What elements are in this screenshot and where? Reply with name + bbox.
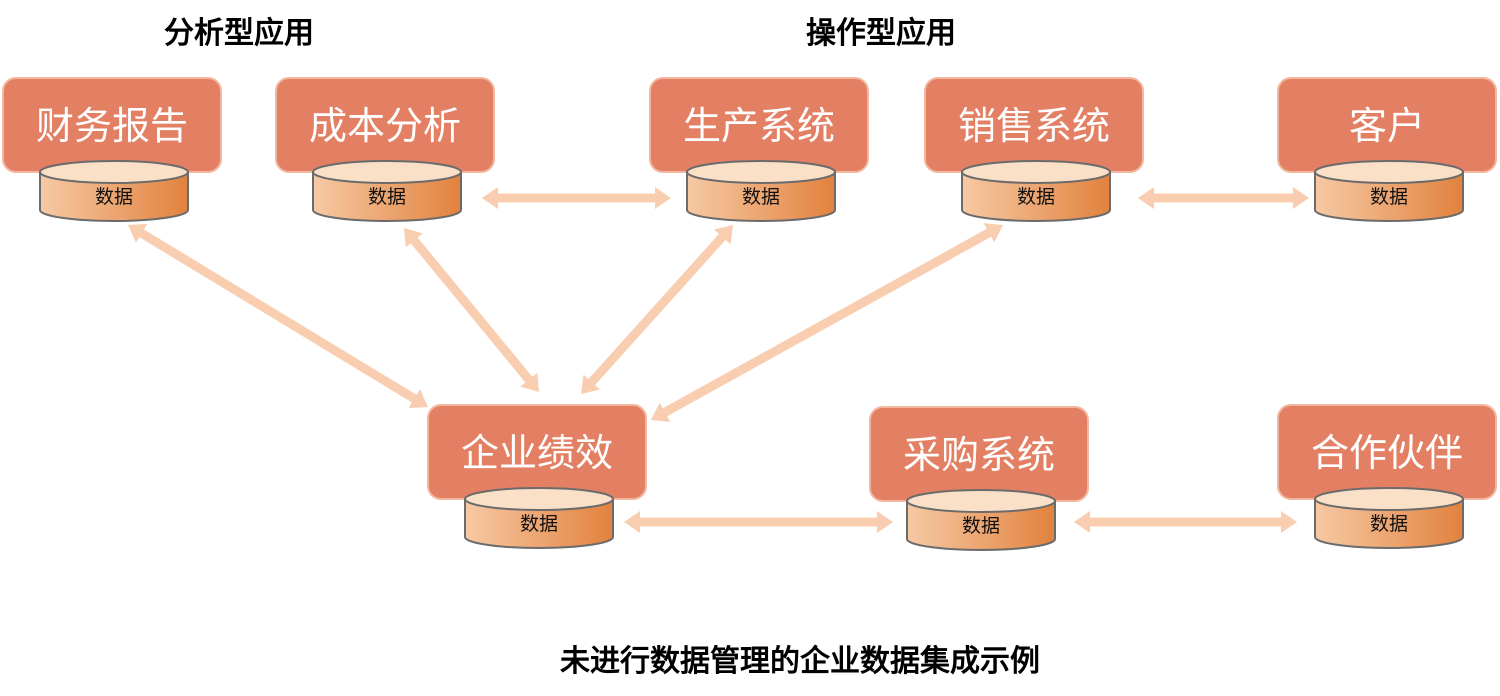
node-layer: 数据数据数据数据数据数据数据数据: [39, 160, 1464, 551]
arrow-performance-cost: [404, 228, 539, 392]
cylinder-top: [961, 160, 1111, 184]
database-label: 数据: [1017, 186, 1055, 208]
system-box-purchasing: 采购系统: [869, 406, 1089, 502]
database-cylinder-partner: 数据: [1314, 487, 1464, 549]
system-box-performance: 企业绩效: [427, 404, 647, 500]
cylinder-top: [686, 160, 836, 184]
cylinder-body: [686, 171, 836, 222]
database-cylinder-cost: 数据: [312, 160, 462, 222]
cylinder-body: [961, 171, 1111, 222]
cylinder-body: [312, 171, 462, 222]
arrow-sales-customer: [1138, 187, 1309, 209]
database-label: 数据: [520, 513, 558, 535]
database-label: 数据: [1370, 513, 1408, 535]
arrow-performance-purchasing: [624, 511, 893, 533]
cylinder-top: [1314, 487, 1464, 511]
system-box-cost: 成本分析: [275, 77, 495, 173]
arrow-cost-production: [482, 187, 671, 209]
cylinder-top: [312, 160, 462, 184]
database-label: 数据: [962, 515, 1000, 537]
database-cylinder-purchasing: 数据: [906, 489, 1056, 551]
cylinder-body: [39, 171, 189, 222]
cylinder-top: [464, 487, 614, 511]
cylinder-body: [464, 498, 614, 549]
arrow-layer: [128, 187, 1309, 533]
system-box-sales: 销售系统: [924, 77, 1144, 173]
heading-analytic-apps: 分析型应用: [164, 16, 314, 51]
cylinder-body: [1314, 498, 1464, 549]
system-box-finance: 财务报告: [2, 77, 222, 173]
database-cylinder-sales: 数据: [961, 160, 1111, 222]
database-cylinder-performance: 数据: [464, 487, 614, 549]
diagram-caption: 未进行数据管理的企业数据集成示例: [560, 644, 1040, 679]
cylinder-top: [39, 160, 189, 184]
database-cylinder-production: 数据: [686, 160, 836, 222]
database-label: 数据: [368, 186, 406, 208]
arrow-performance-production: [581, 225, 733, 394]
cylinder-top: [1314, 160, 1464, 184]
cylinder-top: [906, 489, 1056, 513]
cylinder-body: [1314, 171, 1464, 222]
database-label: 数据: [742, 186, 780, 208]
cylinder-body: [906, 500, 1056, 551]
system-box-customer: 客户: [1277, 77, 1497, 173]
arrow-performance-sales: [651, 223, 1003, 422]
database-label: 数据: [1370, 186, 1408, 208]
heading-operational-apps: 操作型应用: [806, 16, 956, 51]
database-cylinder-customer: 数据: [1314, 160, 1464, 222]
database-cylinder-finance: 数据: [39, 160, 189, 222]
arrow-purchasing-partner: [1074, 511, 1297, 533]
database-label: 数据: [95, 186, 133, 208]
arrow-performance-finance: [128, 223, 428, 409]
